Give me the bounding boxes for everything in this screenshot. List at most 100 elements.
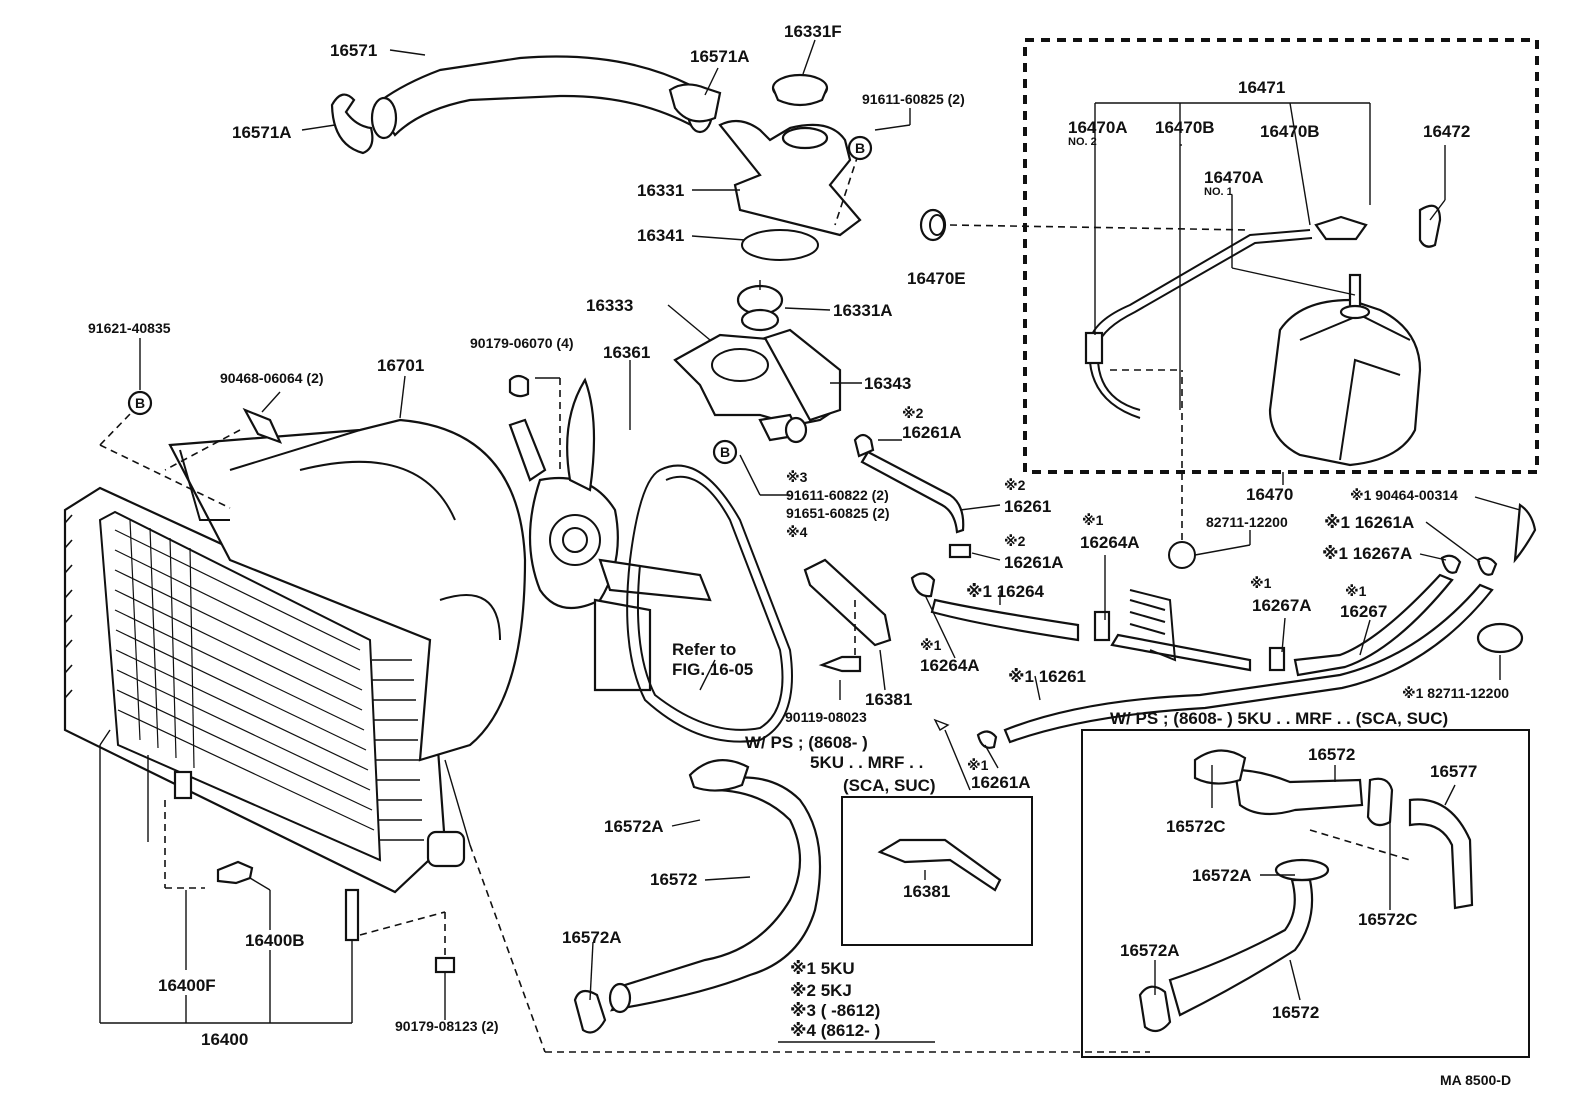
label-16267A-b: 16267A	[1252, 596, 1312, 615]
reservoir-group-box	[1023, 38, 1539, 474]
label-16572A-b: 16572A	[562, 928, 622, 947]
label-90464-00314: ※1 90464-00314	[1350, 487, 1458, 503]
label-16572-r1: 16572	[1308, 745, 1355, 764]
ref-b-circle-top	[847, 135, 873, 161]
hose-16261	[853, 433, 972, 559]
label-16571: 16571	[330, 41, 377, 60]
mark-1-a: ※1	[1082, 512, 1104, 528]
label-16701: 16701	[377, 356, 424, 375]
label-16381-b: 16381	[903, 882, 950, 901]
label-16470A-no2: 16470A	[1068, 118, 1128, 137]
mark-2-c: ※2	[1004, 533, 1026, 549]
label-16343: 16343	[864, 374, 911, 393]
label-16264A-top: 16264A	[1080, 533, 1140, 552]
legend-item-4: ※4 (8612- )	[790, 1021, 880, 1040]
label-16331F: 16331F	[784, 22, 842, 41]
label-90179-08123: 90179-08123 (2)	[395, 1018, 499, 1034]
mark-1-c: ※1	[1250, 575, 1272, 591]
wps-variant-box	[1081, 729, 1530, 1058]
label-16381-a: 16381	[865, 690, 912, 709]
label-91611-60822: 91611-60822 (2)	[786, 487, 889, 503]
mark-1-e: ※1	[967, 757, 989, 773]
mark-1-b: ※1	[920, 637, 942, 653]
wps-left-line-3: (SCA, SUC)	[843, 776, 936, 795]
gasket	[741, 229, 819, 261]
mark-4: ※4	[786, 524, 808, 540]
label-90468-06064: 90468-06064 (2)	[220, 370, 324, 386]
label-16571A-left: 16571A	[232, 123, 292, 142]
label-16470E: 16470E	[907, 269, 966, 288]
label-16471: 16471	[1238, 78, 1285, 97]
hose-16572-variant	[1138, 749, 1474, 1033]
label-82711-12200-b: ※1 82711-12200	[1402, 685, 1509, 701]
label-16470B-a: 16470B	[1155, 118, 1215, 137]
label-16341: 16341	[637, 226, 684, 245]
legend-item-1: ※1 5KU	[790, 959, 855, 978]
thermostat	[736, 280, 784, 332]
label-16572C-b: 16572C	[1358, 910, 1418, 929]
label-no1: NO. 1	[1204, 186, 1233, 198]
svg-text:B: B	[135, 395, 145, 411]
label-16331A: 16331A	[833, 301, 893, 320]
label-91651-60825: 91651-60825 (2)	[786, 505, 890, 521]
wps-right-line: W/ PS ; (8608- ) 5KU . . MRF . . (SCA, S…	[1110, 709, 1448, 728]
label-16400: 16400	[201, 1030, 248, 1049]
reference-b-markers: B B B	[127, 135, 873, 465]
bracket-16381-alt	[877, 838, 1002, 892]
label-90119-08023: 90119-08023	[785, 709, 867, 725]
label-16361: 16361	[603, 343, 650, 362]
label-16261A-d: 16261A	[971, 773, 1031, 792]
label-16261A-b: 16261A	[1004, 553, 1064, 572]
heater-hose-16261	[1003, 573, 1494, 744]
legend: ※1 5KU ※2 5KJ ※3 ( -8612) ※4 (8612- )	[778, 959, 935, 1043]
fasteners	[216, 374, 1537, 974]
wps-left-line-2: 5KU . . MRF . .	[810, 753, 923, 772]
label-16470B-b: 16470B	[1260, 122, 1320, 141]
mark-2-b: ※2	[1004, 477, 1026, 493]
label-16472: 16472	[1423, 122, 1470, 141]
label-no2: NO. 2	[1068, 136, 1097, 148]
svg-text:B: B	[855, 140, 865, 156]
mark-1-d: ※1	[1345, 583, 1367, 599]
fan-shroud	[168, 418, 527, 846]
label-16572A-a: 16572A	[604, 817, 664, 836]
label-16267A-a: ※1 16267A	[1322, 544, 1412, 563]
refer-line-1: Refer to	[672, 640, 736, 659]
svg-text:B: B	[720, 444, 730, 460]
part-labels: 16571 16571A 16571A 16331F 91611-60825 (…	[88, 22, 1511, 1088]
mark-2-a: ※2	[902, 405, 924, 421]
label-82711-12200-a: 82711-12200	[1206, 514, 1288, 530]
bracket-16381	[803, 558, 892, 647]
cooling-fan	[508, 377, 712, 692]
label-16571A-top: 16571A	[690, 47, 750, 66]
label-16470: 16470	[1246, 485, 1293, 504]
label-16400B: 16400B	[245, 931, 305, 950]
lower-radiator-hose	[573, 759, 822, 1034]
ref-b-circle-left	[127, 390, 153, 416]
label-16577: 16577	[1430, 762, 1477, 781]
drive-belt	[626, 464, 793, 743]
label-16264: ※1 16264	[966, 582, 1045, 601]
mark-3: ※3	[786, 469, 808, 485]
label-91621-40835: 91621-40835	[88, 320, 171, 336]
label-16572A-r1: 16572A	[1192, 866, 1252, 885]
label-16572-a: 16572	[650, 870, 697, 889]
label-16261-a: 16261	[1004, 497, 1051, 516]
wps-left-line-1: W/ PS ; (8608- )	[745, 733, 868, 752]
label-16470A-no1: 16470A	[1204, 168, 1264, 187]
water-inlet-housing	[673, 328, 842, 444]
leader-lines	[99, 39, 1521, 1053]
label-16261A-c: ※1 16261A	[1324, 513, 1414, 532]
label-16264A-b: 16264A	[920, 656, 980, 675]
radiator	[63, 486, 466, 894]
legend-item-2: ※2 5KJ	[790, 981, 852, 1000]
label-16572A-r2: 16572A	[1120, 941, 1180, 960]
legend-item-3: ※3 ( -8612)	[790, 1001, 880, 1020]
label-16267: 16267	[1340, 602, 1387, 621]
hose-16264	[910, 572, 1080, 642]
label-16572C-a: 16572C	[1166, 817, 1226, 836]
label-16400F: 16400F	[158, 976, 216, 995]
label-16261-b: ※1 16261	[1008, 667, 1086, 686]
label-16572-r2: 16572	[1272, 1003, 1319, 1022]
